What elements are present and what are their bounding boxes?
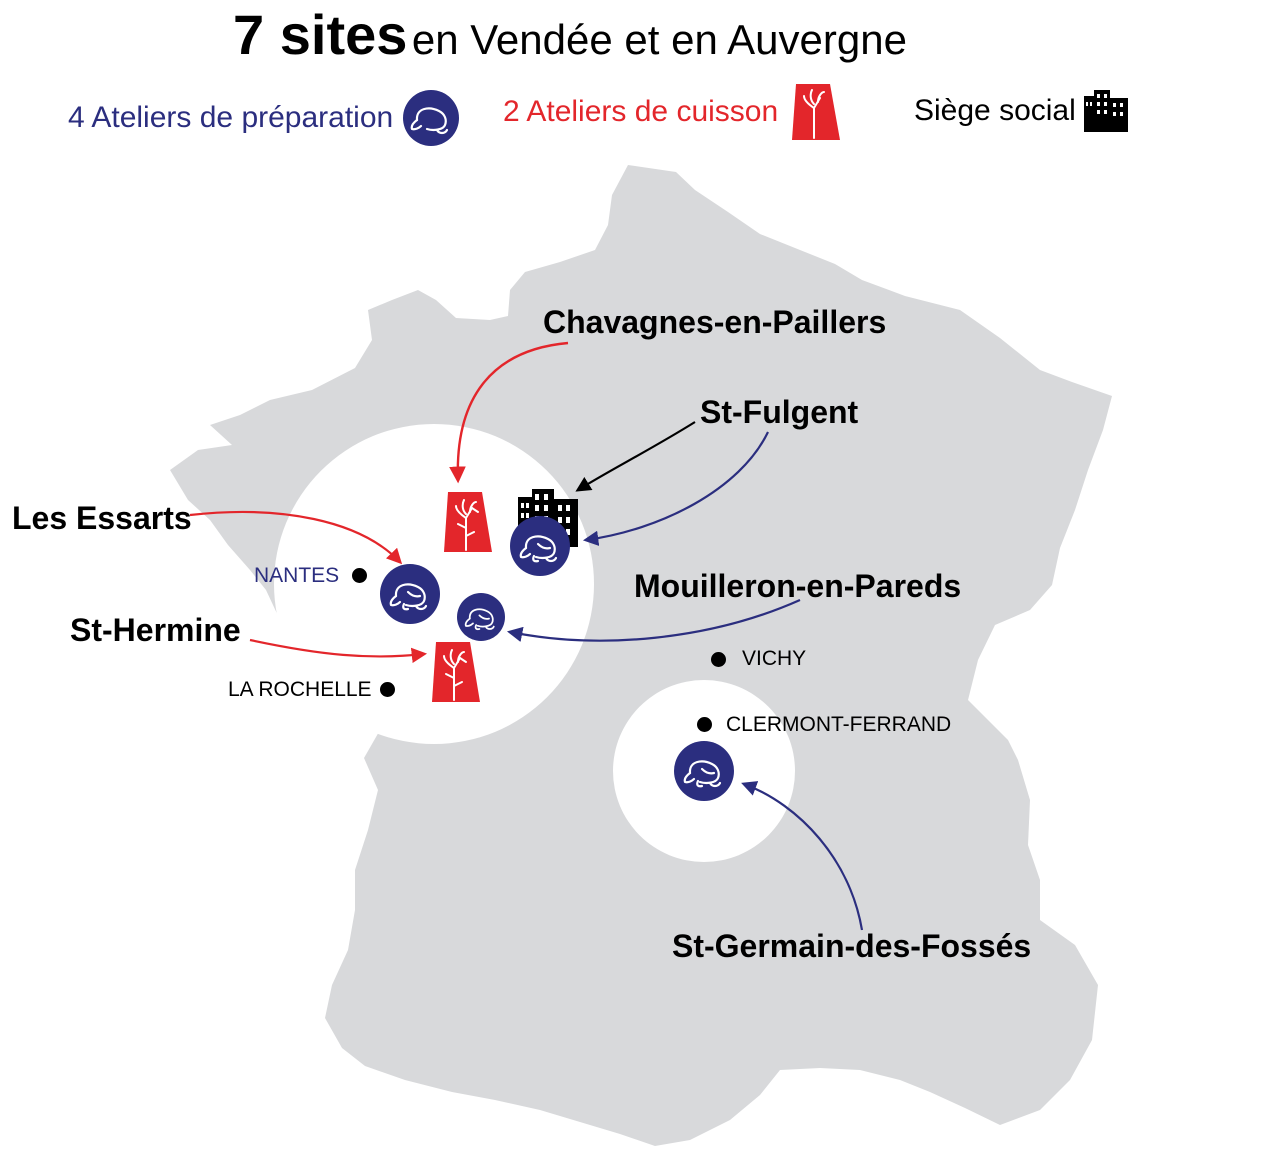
arrow-st-fulgent-hq [575,421,696,492]
site-mouilleron: Mouilleron-en-Pareds [634,568,962,604]
page-title: 7 sites en Vendée et en Auvergne [0,2,1140,67]
prep-site-st-fulgent-icon [508,514,572,578]
city-nantes: NANTES [254,564,340,587]
title-rest: en Vendée et en Auvergne [411,16,907,63]
legend-preparation: 4 Ateliers de préparation [68,88,461,148]
arrow-les-essarts [189,510,403,565]
legend-headquarters: Siège social [914,90,1128,132]
nantes-dot [352,568,367,583]
legend-cooking-label: 2 Ateliers de cuisson [503,95,779,128]
site-st-germain: St-Germain-des-Fossés [672,928,1032,964]
arrow-st-hermine [249,638,428,664]
city-vichy: VICHY [742,647,807,670]
title-count: 7 sites [233,3,408,66]
prep-site-les-essarts-icon [378,562,442,626]
city-la-rochelle: LA ROCHELLE [228,678,372,701]
city-clermont-ferrand: CLERMONT-FERRAND [726,713,952,736]
chicken-circle-icon [403,90,460,146]
vichy-dot [711,652,726,667]
france-mainland [170,165,1112,1146]
legend-preparation-label: 4 Ateliers de préparation [68,101,394,134]
clermont-dot [697,717,712,732]
building-icon [1083,90,1128,132]
legend-cooking: 2 Ateliers de cuisson [503,82,846,142]
la-rochelle-dot [380,682,395,697]
arrow-st-fulgent-prep [582,431,769,546]
site-chavagnes: Chavagnes-en-Paillers [543,304,887,340]
prep-site-mouilleron-icon [456,592,506,642]
arrow-st-germain [741,781,864,931]
site-st-hermine: St-Hermine [70,612,241,648]
rooster-flag-icon [792,84,841,140]
site-les-essarts: Les Essarts [12,500,192,536]
arrow-mouilleron [506,598,801,642]
legend-headquarters-label: Siège social [914,94,1076,127]
arrow-chavagnes [449,341,569,484]
prep-site-st-germain-icon [672,739,736,803]
site-st-fulgent: St-Fulgent [700,394,859,430]
